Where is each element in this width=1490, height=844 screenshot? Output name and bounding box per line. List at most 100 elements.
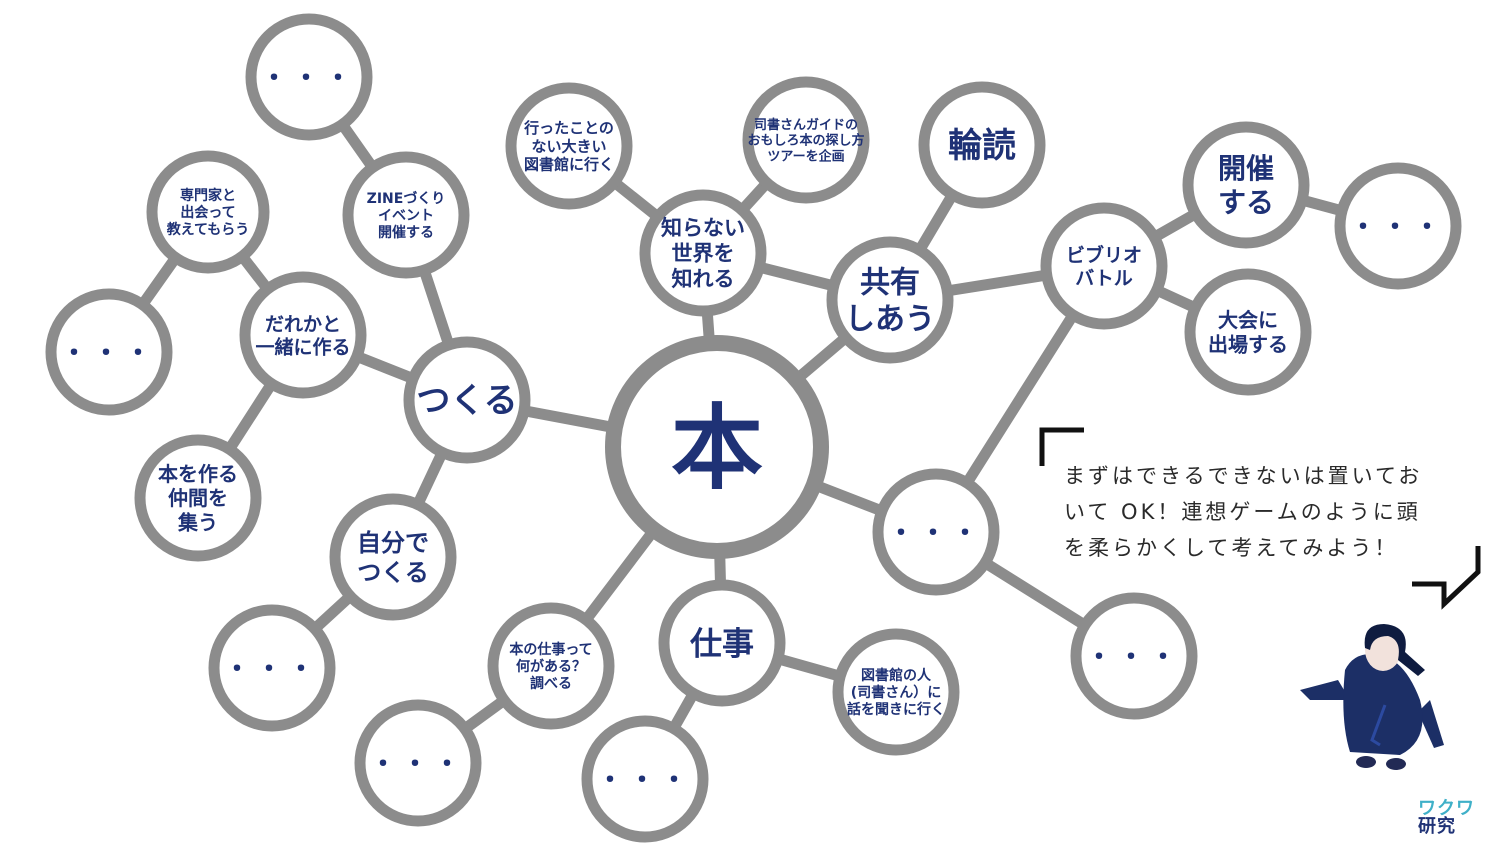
node-tsukuru: つくる (403, 336, 531, 464)
caption-line: まずはできるできないは置いてお (1064, 464, 1423, 488)
node-circle (403, 336, 531, 464)
node-label: 何がある？ (516, 658, 586, 675)
node-circle (487, 602, 615, 730)
node-label: 仕事 (690, 625, 754, 663)
node-hon: 本 (605, 335, 829, 559)
node-circle (146, 150, 270, 274)
node-circle (826, 236, 954, 364)
node-label: イベント (378, 208, 434, 224)
character-illustration (1300, 624, 1444, 770)
node-ellipsis-top: ・・・ (245, 13, 373, 141)
node-label: 世界を (672, 242, 735, 266)
node-circle (605, 335, 829, 559)
node-circle (239, 271, 367, 399)
ellipsis-label: ・・・ (370, 749, 466, 779)
node-circle (581, 715, 709, 843)
node-label: ZINEづくり (367, 190, 446, 207)
node-circle (1040, 202, 1168, 330)
node-circle (658, 579, 786, 707)
ellipsis-label: ・・・ (61, 338, 157, 368)
node-label: 自分で (357, 529, 429, 557)
node-ellipsis-right2: ・・・ (1070, 592, 1198, 720)
node-label: 開催する (378, 224, 434, 241)
node-circle (832, 628, 960, 756)
node-label: 司書さんガイドの (754, 117, 858, 133)
node-circle (742, 76, 870, 204)
node-label: 輪読 (948, 126, 1016, 166)
node-label: ビブリオ (1066, 243, 1142, 266)
node-rindoku: 輪読 (918, 81, 1046, 209)
node-label: つくる (416, 381, 517, 421)
node-circle (505, 82, 633, 210)
node-circle (1334, 162, 1462, 290)
node-circle (208, 604, 336, 732)
node-label: しあう (845, 302, 935, 337)
node-label: する (1218, 186, 1274, 219)
brand-line-1: ワクワ (1418, 798, 1475, 819)
ellipsis-label: ・・・ (224, 654, 320, 684)
node-circle (45, 288, 173, 416)
node-shigoto: 仕事 (658, 579, 786, 707)
node-circle (354, 699, 482, 827)
caption-line: を柔らかくして考えてみよう！ (1064, 536, 1399, 560)
quote-close-bracket (1412, 546, 1481, 610)
node-label: おもしろ本の探し方 (747, 133, 864, 149)
node-ellipsis-right: ・・・ (872, 468, 1000, 596)
speech-caption: まずはできるできないは置いてお いて OK！連想ゲームのように頭 を柔らかくして… (1064, 458, 1464, 566)
node-label: 図書館の人 (861, 667, 932, 684)
node-label: 大会に (1218, 308, 1278, 332)
node-label: 知れる (672, 267, 735, 291)
node-label: 出会って (180, 204, 235, 221)
caption-line: いて OK！連想ゲームのように頭 (1064, 500, 1421, 524)
node-label: 開催 (1218, 152, 1274, 185)
node-label: バトル (1075, 267, 1133, 289)
node-label: 図書館に行く (524, 156, 614, 174)
node-circle (1070, 592, 1198, 720)
brand-logo: ワクワ 研究 (1418, 800, 1475, 836)
node-label: 出場する (1208, 332, 1288, 356)
ellipsis-label: ・・・ (1350, 212, 1446, 242)
ellipsis-label: ・・・ (597, 765, 693, 795)
node-ellipsis-jibun: ・・・ (208, 604, 336, 732)
ellipsis-label: ・・・ (261, 63, 357, 93)
node-label: 教えてもらう (167, 221, 250, 238)
node-kaisai: 開催する (1182, 121, 1310, 249)
node-ellipsis-left: ・・・ (45, 288, 173, 416)
node-label: 集う (177, 511, 218, 535)
node-label: 本 (671, 395, 763, 502)
node-circle (245, 13, 373, 141)
node-circle (918, 81, 1046, 209)
node-label: 仲間を (168, 486, 228, 510)
node-label: ツアーを企画 (767, 149, 844, 165)
ellipsis-label: ・・・ (1086, 642, 1182, 672)
node-ellipsis-bottom1: ・・・ (354, 699, 482, 827)
node-ellipsis-bottom2: ・・・ (581, 715, 709, 843)
node-circle (872, 468, 1000, 596)
node-label: 一緒に作る (255, 335, 350, 358)
node-label: 知らない (661, 216, 745, 240)
node-circle (639, 189, 767, 317)
node-circle (1184, 268, 1312, 396)
node-ellipsis-kaisai: ・・・ (1334, 162, 1462, 290)
ellipsis-label: ・・・ (888, 518, 984, 548)
mind-map-nodes: 本つくる共有しあう仕事知らない世界を知れる・・・だれかと一緒に作るZINEづくり… (45, 13, 1462, 843)
node-circle (134, 434, 262, 562)
node-label: ない大きい (531, 137, 606, 155)
node-circle (329, 493, 457, 621)
quote-open-bracket (1039, 427, 1084, 466)
node-label: 共有 (860, 266, 920, 301)
node-circle (342, 151, 470, 279)
node-label: つくる (357, 558, 429, 586)
node-circle (1182, 121, 1310, 249)
node-label: だれかと (265, 313, 341, 335)
